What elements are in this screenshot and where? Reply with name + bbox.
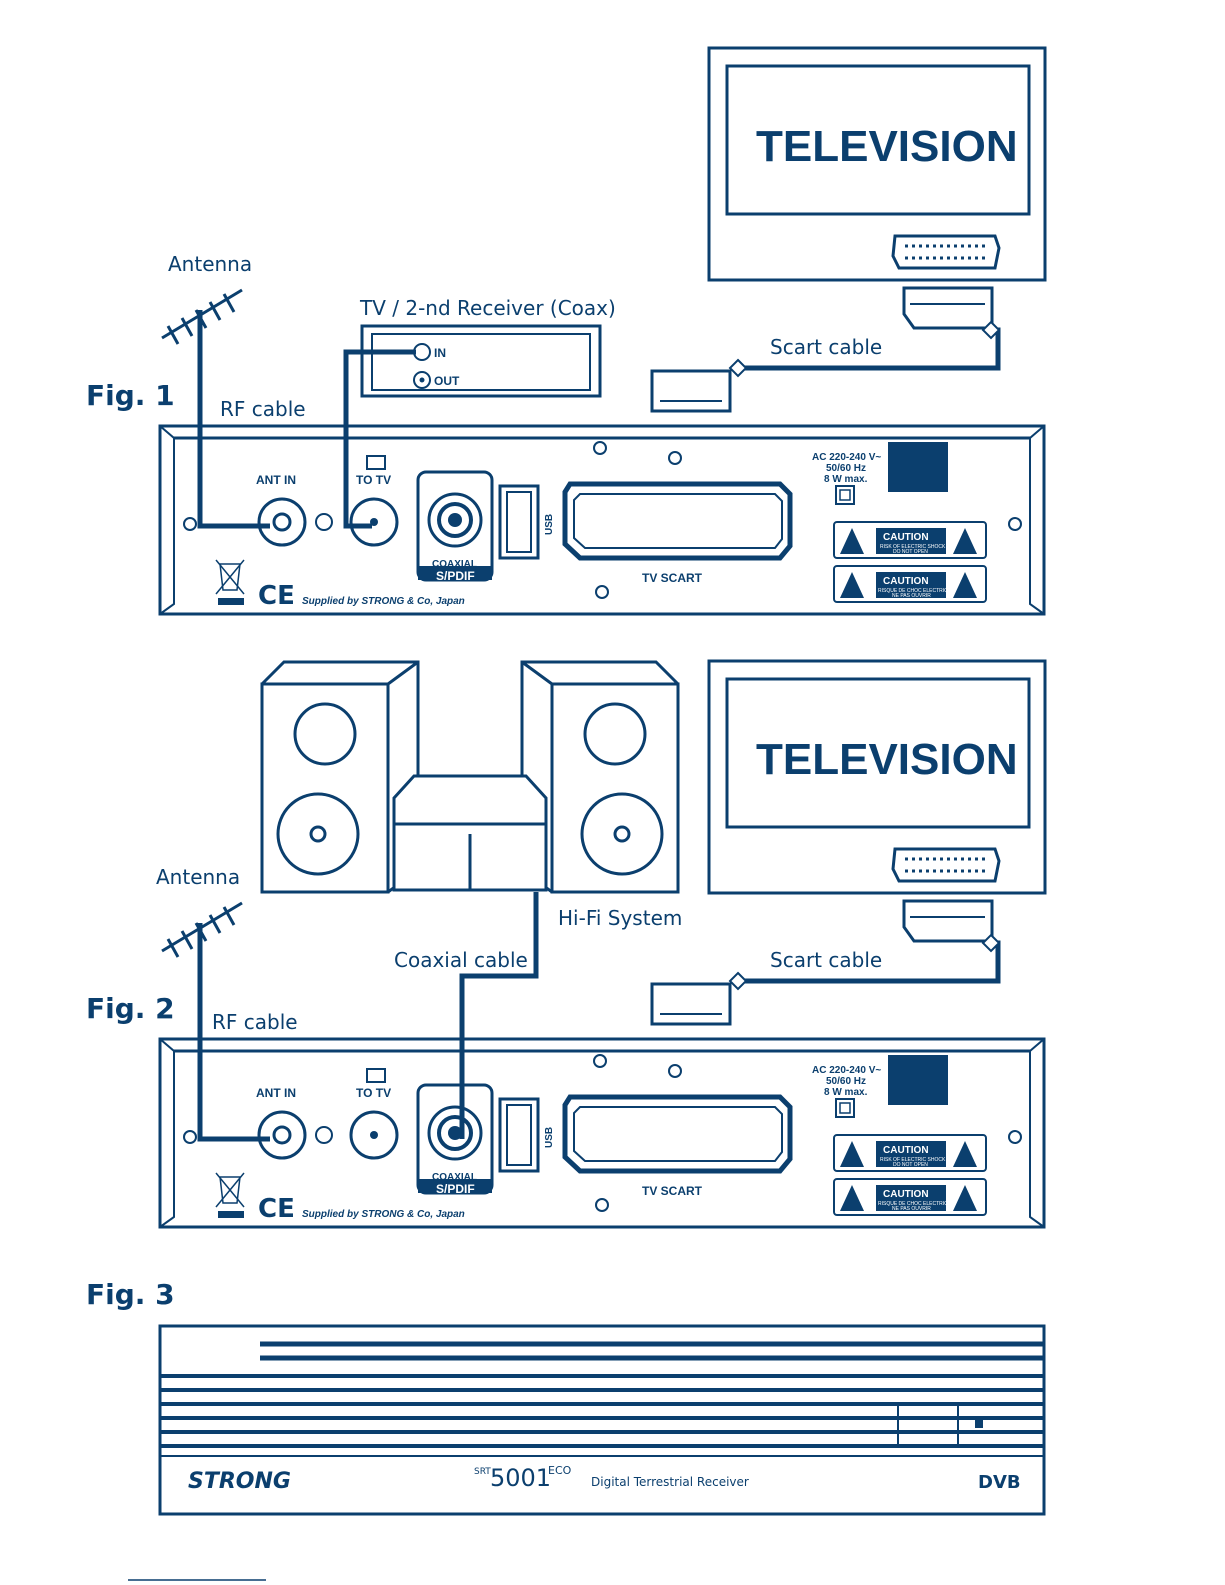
fig2-label: Fig. 2 — [86, 992, 175, 1025]
fig2-rear-panel: ANT IN TO TV COAXIAL S/PDIF USB TV SCART… — [256, 1065, 956, 1224]
fig2-caution1: CAUTION — [883, 1145, 929, 1156]
fig1-receiver2-out: OUT — [434, 374, 460, 388]
fig2-scart-cable-label: Scart cable — [770, 948, 882, 972]
fig2-power3: 8 W max. — [824, 1087, 868, 1098]
fig1-caution2-l1: RISQUE DE CHOC ELECTRIQUE — [878, 588, 956, 594]
front-panel: STRONG SRT 5001 ECO Digital Terrestrial … — [158, 1324, 1046, 1516]
fig1-caution1: CAUTION — [883, 532, 929, 543]
fig1-supplied: Supplied by STRONG & Co, Japan — [302, 596, 465, 607]
fig2-tv-label: TELEVISION — [756, 735, 1018, 784]
fig2-hifi-label: Hi-Fi System — [558, 906, 682, 930]
fig2-spdif: S/PDIF — [436, 1182, 475, 1196]
fig1-receiver2-label: TV / 2-nd Receiver (Coax) — [359, 296, 616, 320]
fig3-label: Fig. 3 — [86, 1278, 175, 1311]
fig1-scart-cable-label: Scart cable — [770, 335, 882, 359]
fig1-usb: USB — [544, 514, 555, 535]
fig2-caution1-l1: RISK OF ELECTRIC SHOCK — [880, 1157, 946, 1163]
fig1-ant-in: ANT IN — [256, 473, 296, 487]
fig1-label: Fig. 1 — [86, 379, 175, 412]
fig2-coaxial-cable-label: Coaxial cable — [394, 948, 528, 972]
product-desc: Digital Terrestrial Receiver — [591, 1475, 749, 1489]
brand-logo: STRONG — [188, 1469, 291, 1494]
fig1-caution1-l1: RISK OF ELECTRIC SHOCK — [880, 544, 946, 550]
fig1-to-tv: TO TV — [356, 473, 391, 487]
fig2-usb: USB — [544, 1127, 555, 1148]
fig1-coaxial: COAXIAL — [432, 559, 477, 570]
fig2-ant-in: ANT IN — [256, 1086, 296, 1100]
fig1-power3: 8 W max. — [824, 474, 868, 485]
fig2-power2: 50/60 Hz — [826, 1076, 866, 1087]
fig1-caution1-l2: DO NOT OPEN — [893, 549, 928, 555]
fig2-rf-cable-label: RF cable — [212, 1010, 298, 1034]
fig2-supplied: Supplied by STRONG & Co, Japan — [302, 1209, 465, 1220]
fig2-antenna-label: Antenna — [156, 865, 240, 889]
fig2-caution2-l2: NE PAS OUVRIR — [892, 1206, 931, 1212]
model-prefix: SRT — [474, 1467, 491, 1477]
fig1-antenna-label: Antenna — [168, 252, 252, 276]
fig1-caution2: CAUTION — [883, 576, 929, 587]
fig1-power2: 50/60 Hz — [826, 463, 866, 474]
dvb-logo: DVB — [978, 1472, 1021, 1493]
fig1-spdif: S/PDIF — [436, 569, 475, 583]
fig2-coaxial: COAXIAL — [432, 1172, 477, 1183]
fig2-ce: CE — [258, 1194, 295, 1224]
fig1-receiver2-in: IN — [434, 346, 446, 360]
hifi-system — [260, 660, 680, 894]
fig1-ce: CE — [258, 581, 295, 611]
fig1-tv-scart: TV SCART — [642, 571, 703, 585]
fig2-tv-scart: TV SCART — [642, 1184, 703, 1198]
model-suffix: ECO — [548, 1464, 572, 1477]
fig1-caution2-l2: NE PAS OUVRIR — [892, 593, 931, 599]
fig2-caution2-l1: RISQUE DE CHOC ELECTRIQUE — [878, 1201, 956, 1207]
fig1-tv-label: TELEVISION — [756, 122, 1018, 171]
fig2-caution1-l2: DO NOT OPEN — [893, 1162, 928, 1168]
fig2-to-tv: TO TV — [356, 1086, 391, 1100]
fig1-rear-panel: ANT IN TO TV COAXIAL S/PDIF USB TV SCART… — [256, 452, 956, 611]
model-number: 5001 — [490, 1464, 551, 1492]
fig1-rf-cable-label: RF cable — [220, 397, 306, 421]
fig2-caution2: CAUTION — [883, 1189, 929, 1200]
fig1-power1: AC 220-240 V~ — [812, 452, 881, 463]
fig2-power1: AC 220-240 V~ — [812, 1065, 881, 1076]
